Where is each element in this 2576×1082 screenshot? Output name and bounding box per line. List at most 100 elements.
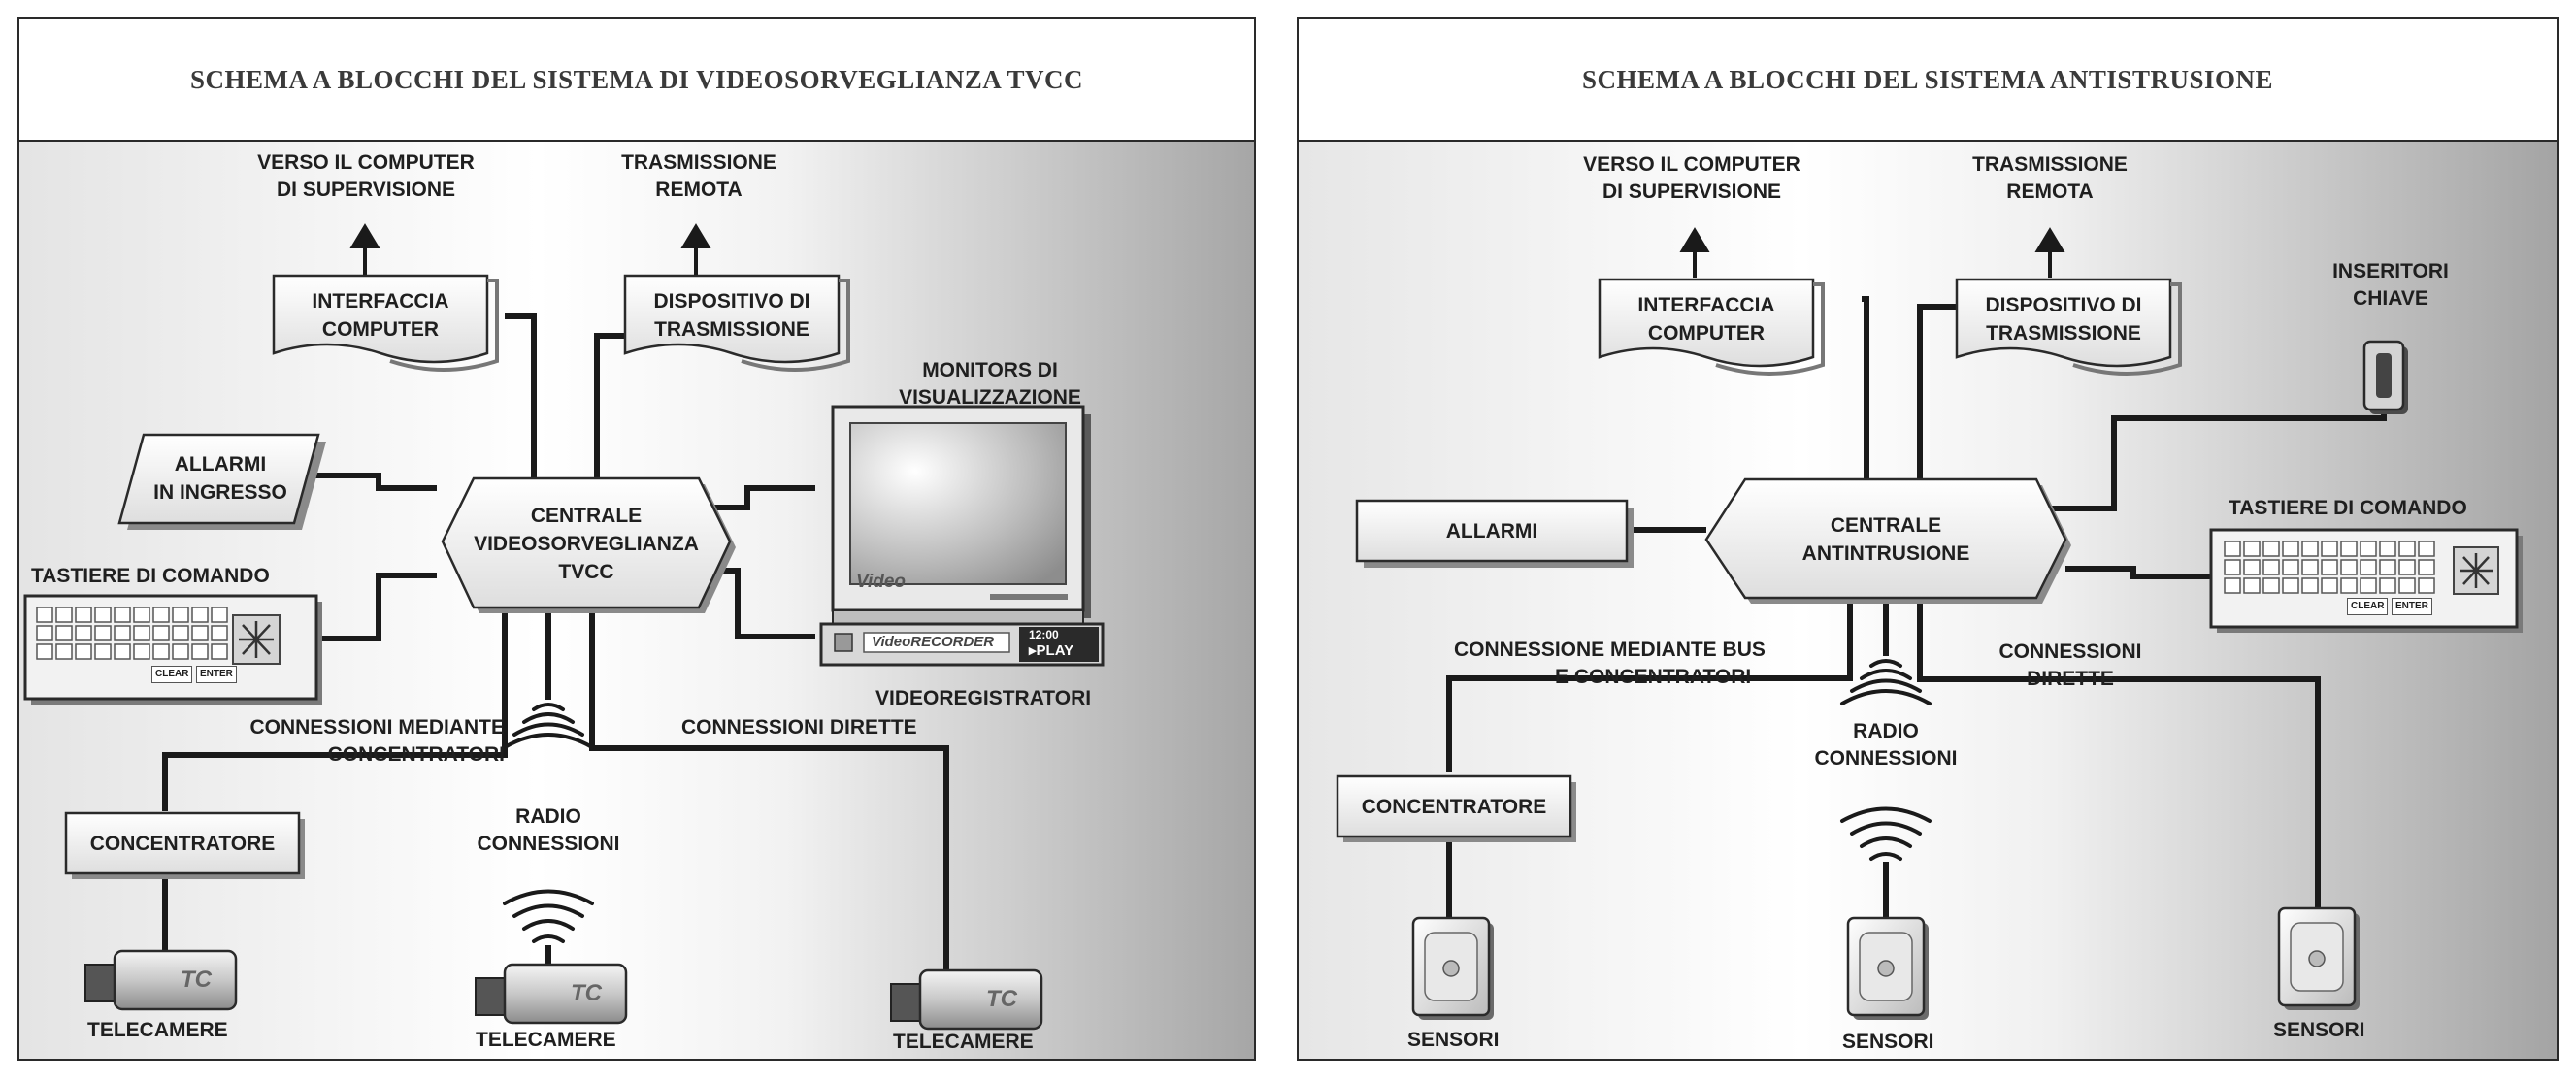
keyboards-label: TASTIERE DI COMANDO bbox=[2229, 497, 2467, 519]
keyboard-key bbox=[152, 625, 170, 641]
alarms-box bbox=[1355, 499, 1629, 563]
keyboard-key bbox=[2398, 541, 2416, 557]
line-central-keyinserter bbox=[2036, 409, 2387, 511]
keyboard-key bbox=[191, 643, 209, 660]
keyboard-key bbox=[2262, 541, 2280, 557]
monitor-graphic bbox=[831, 405, 1091, 625]
tvcc-diagram-panel: SCHEMA A BLOCCHI DEL SISTEMA DI VIDEOSOR… bbox=[17, 17, 1256, 1061]
keyboard-key bbox=[2224, 559, 2241, 575]
keyboard-key bbox=[2360, 559, 2377, 575]
keyboard-key bbox=[94, 607, 112, 623]
camera-graphic-1 bbox=[84, 949, 238, 1011]
keyboard-key bbox=[2243, 559, 2261, 575]
central-tvcc-hexagon bbox=[441, 476, 732, 609]
intrusion-panel-title: SCHEMA A BLOCCHI DEL SISTEMA ANTISTRUSIO… bbox=[1299, 19, 2557, 142]
camera-tag-2: TC bbox=[571, 980, 602, 1006]
line-central-monitor bbox=[699, 485, 815, 510]
concentrator-box bbox=[64, 811, 301, 875]
recorder-play-label: ▸PLAY bbox=[1029, 642, 1074, 659]
line-central-keyboard bbox=[2065, 566, 2211, 579]
camera-graphic-2 bbox=[475, 963, 628, 1025]
sensor-graphic-3 bbox=[2277, 906, 2360, 1010]
keyboard-key bbox=[2243, 541, 2261, 557]
tvcc-diagram-graphics bbox=[19, 142, 1254, 1059]
keyboard-key bbox=[55, 643, 73, 660]
keyboard-key bbox=[2418, 541, 2435, 557]
keyboard-clear-key: CLEAR bbox=[151, 666, 193, 683]
keyboard-key bbox=[75, 625, 92, 641]
sensor-graphic-2 bbox=[1846, 916, 1929, 1020]
line-transmitter-central bbox=[1917, 304, 1959, 483]
keyboard-key bbox=[2301, 541, 2319, 557]
keyboard-key bbox=[2340, 559, 2358, 575]
recorder-graphic bbox=[819, 622, 1105, 667]
keyboard-key bbox=[36, 607, 53, 623]
keyboard-key bbox=[2379, 541, 2396, 557]
keyboard-key bbox=[114, 643, 131, 660]
keyboard-key bbox=[2379, 577, 2396, 594]
key-inserter-graphic bbox=[2362, 340, 2408, 414]
keyboards-label: TASTIERE DI COMANDO bbox=[31, 565, 270, 587]
keyboard-key bbox=[2398, 559, 2416, 575]
line-interface-central bbox=[505, 313, 537, 484]
keyboard-key bbox=[2418, 577, 2435, 594]
radio-waves-bottom bbox=[1840, 806, 1932, 861]
keyboard-key bbox=[211, 643, 228, 660]
keyboard-key bbox=[2379, 559, 2396, 575]
line-keyboard-central bbox=[311, 573, 437, 641]
concentrator-label: CONCENTRATORE bbox=[89, 832, 276, 855]
keyboard-key bbox=[2282, 559, 2299, 575]
cameras-label-3: TELECAMERE bbox=[893, 1031, 1034, 1053]
keyboard-graphic bbox=[23, 594, 322, 705]
recorders-label: VIDEOREGISTRATORI bbox=[875, 687, 1092, 709]
keyboard-key bbox=[133, 625, 150, 641]
keyboard-key bbox=[94, 625, 112, 641]
keyboard-key bbox=[2321, 559, 2338, 575]
keyboard-key bbox=[2224, 577, 2241, 594]
central-intrusion-hexagon bbox=[1704, 477, 2067, 600]
keyboard-key bbox=[133, 607, 150, 623]
keyboard-key bbox=[2301, 559, 2319, 575]
keyboard-key bbox=[2321, 577, 2338, 594]
radio-waves-bottom bbox=[503, 889, 594, 943]
line-interface-central bbox=[1862, 296, 1869, 483]
line-direct-connection bbox=[589, 606, 949, 976]
interface-computer-box bbox=[1598, 278, 1815, 368]
sensor-graphic-1 bbox=[1411, 916, 1494, 1020]
keyboard-key bbox=[36, 643, 53, 660]
keyboard-graphic bbox=[2209, 528, 2523, 633]
alarms-input-box bbox=[117, 433, 320, 525]
keyboard-key bbox=[75, 643, 92, 660]
intrusion-diagram-panel: SCHEMA A BLOCCHI DEL SISTEMA ANTISTRUSIO… bbox=[1297, 17, 2559, 1061]
sensors-label-2: SENSORI bbox=[1842, 1031, 1934, 1053]
cameras-label-2: TELECAMERE bbox=[476, 1029, 616, 1051]
keyboard-key bbox=[2224, 541, 2241, 557]
keyboard-key bbox=[2340, 541, 2358, 557]
keyboard-enter-key: ENTER bbox=[196, 666, 237, 683]
concentrator-box bbox=[1336, 774, 1572, 838]
keyboard-key bbox=[114, 607, 131, 623]
keyboard-key bbox=[152, 607, 170, 623]
intrusion-diagram-graphics bbox=[1299, 142, 2557, 1059]
keyboard-key bbox=[55, 607, 73, 623]
keyboard-key bbox=[2282, 577, 2299, 594]
keyboard-key bbox=[2418, 559, 2435, 575]
keyboard-key bbox=[55, 625, 73, 641]
keyboard-key bbox=[211, 607, 228, 623]
keyboard-key bbox=[2282, 541, 2299, 557]
keyboard-key bbox=[172, 607, 189, 623]
line-bus-connection bbox=[1446, 596, 1853, 772]
keyboard-key bbox=[114, 625, 131, 641]
